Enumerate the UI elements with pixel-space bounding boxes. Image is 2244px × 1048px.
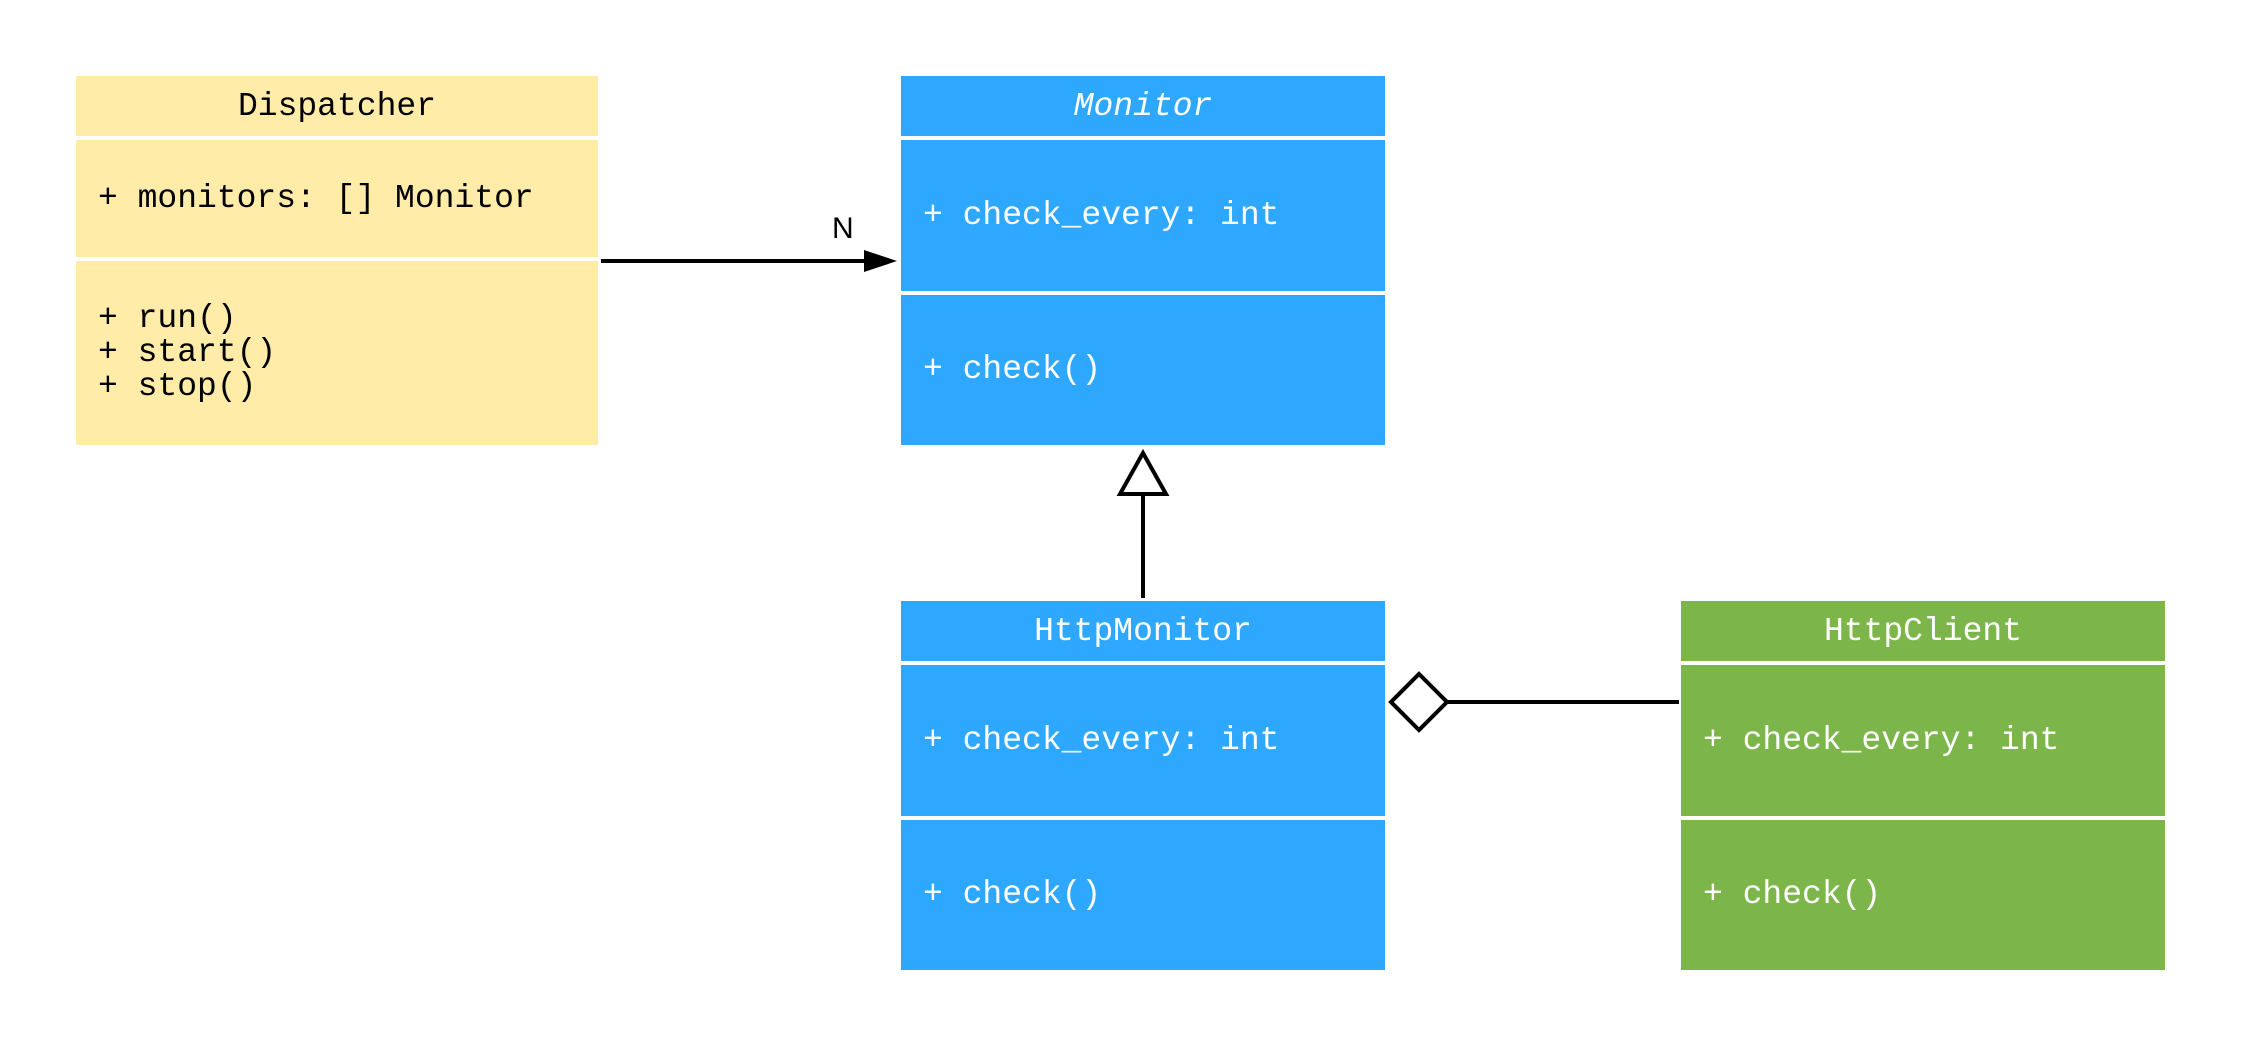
method: + stop() (98, 368, 257, 405)
class-attributes: + check_every: int (1681, 665, 2165, 816)
class-dispatcher: Dispatcher + monitors: [] Monitor + run(… (76, 76, 598, 445)
class-name: Dispatcher (76, 76, 598, 136)
class-attributes: + check_every: int (901, 140, 1385, 291)
class-methods: + check() (901, 295, 1385, 445)
method: + run() (98, 300, 237, 337)
multiplicity-label: N (832, 212, 854, 245)
class-name: Monitor (901, 76, 1385, 136)
class-methods: + run() + start() + stop() (76, 261, 598, 445)
class-methods: + check() (901, 820, 1385, 970)
class-http-client: HttpClient + check_every: int + check() (1681, 601, 2165, 970)
class-name: HttpMonitor (901, 601, 1385, 661)
class-http-monitor: HttpMonitor + check_every: int + check() (901, 601, 1385, 970)
class-methods: + check() (1681, 820, 2165, 970)
inheritance-arrow (1116, 448, 1170, 598)
association-arrow (601, 250, 897, 272)
class-name: HttpClient (1681, 601, 2165, 661)
class-attributes: + monitors: [] Monitor (76, 140, 598, 257)
method: + start() (98, 334, 277, 371)
class-monitor: Monitor + check_every: int + check() (901, 76, 1385, 445)
aggregation-connector (1388, 671, 1679, 733)
class-attributes: + check_every: int (901, 665, 1385, 816)
